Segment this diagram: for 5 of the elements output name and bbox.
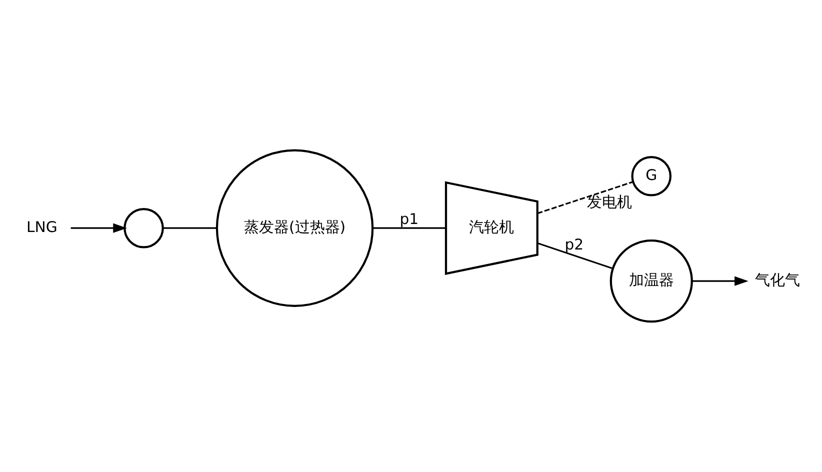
node-label: 发电机 [587, 194, 632, 212]
node-text: 气化气 [754, 272, 800, 290]
edge-label: p2 [564, 236, 584, 254]
edge-label: p1 [400, 211, 419, 228]
node-text: LNG [26, 219, 58, 236]
